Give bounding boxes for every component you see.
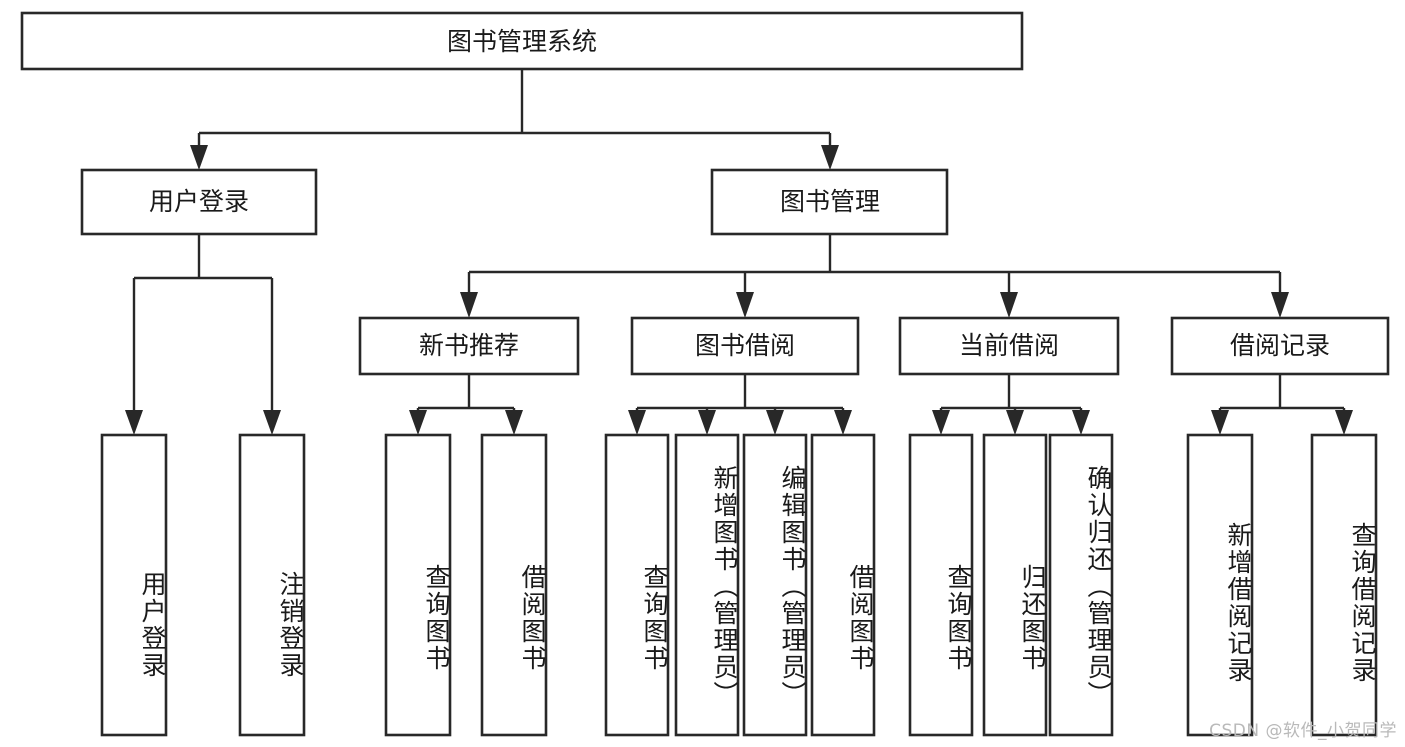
node-box-leaf-query-record[interactable] bbox=[1310, 433, 1378, 737]
arrow-to-query-record bbox=[1335, 410, 1353, 435]
arrow-to-book-borrow bbox=[736, 292, 754, 318]
node-box-leaf-add-book[interactable] bbox=[674, 433, 740, 737]
node-label-root: 图书管理系统 bbox=[447, 27, 597, 56]
arrow-to-b-book-1 bbox=[505, 410, 523, 435]
node-box-root[interactable] bbox=[20, 11, 1024, 71]
arrow-to-add-book bbox=[698, 410, 716, 435]
node-label-user-login: 用户登录 bbox=[149, 187, 249, 216]
connectors-layer bbox=[125, 69, 1353, 435]
node-box-leaf-confirm-return[interactable] bbox=[1048, 433, 1114, 737]
arrow-to-b-book-2 bbox=[834, 410, 852, 435]
node-box-current-borrow[interactable] bbox=[898, 316, 1120, 376]
connector-book-borrow-trunk bbox=[635, 374, 845, 418]
arrow-to-new-book-rec bbox=[460, 292, 478, 318]
node-box-leaf-b-book-1[interactable] bbox=[480, 433, 548, 737]
arrow-to-edit-book bbox=[766, 410, 784, 435]
arrow-to-leaf-user-login bbox=[125, 410, 143, 435]
node-label-borrow-record: 借阅记录 bbox=[1230, 331, 1330, 360]
node-box-leaf-q-book-1[interactable] bbox=[384, 433, 452, 737]
arrow-to-confirm-return bbox=[1072, 410, 1090, 435]
node-label-book-manage: 图书管理 bbox=[780, 187, 880, 216]
watermark: CSDN @软件_小贺同学 bbox=[1209, 721, 1397, 741]
arrow-to-q-book-2 bbox=[628, 410, 646, 435]
node-box-book-borrow[interactable] bbox=[630, 316, 860, 376]
node-box-borrow-record[interactable] bbox=[1170, 316, 1390, 376]
node-box-leaf-add-record[interactable] bbox=[1186, 433, 1254, 737]
arrow-to-return-book bbox=[1006, 410, 1024, 435]
node-box-leaf-return-book[interactable] bbox=[982, 433, 1048, 737]
node-box-leaf-b-book-2[interactable] bbox=[810, 433, 876, 737]
node-box-new-book-rec[interactable] bbox=[358, 316, 580, 376]
node-label-new-book-rec: 新书推荐 bbox=[419, 331, 519, 360]
node-box-leaf-user-login[interactable] bbox=[100, 433, 168, 737]
node-label-book-borrow: 图书借阅 bbox=[695, 331, 795, 360]
node-box-leaf-edit-book[interactable] bbox=[742, 433, 808, 737]
arrow-to-borrow-record bbox=[1271, 292, 1289, 318]
arrow-to-q-book-3 bbox=[932, 410, 950, 435]
connector-book-manage-trunk bbox=[467, 234, 1282, 300]
connector-root-trunk bbox=[197, 69, 832, 152]
connector-borrow-record-trunk bbox=[1218, 374, 1346, 418]
arrow-to-add-record bbox=[1211, 410, 1229, 435]
arrow-to-book-manage bbox=[821, 145, 839, 170]
node-label-current-borrow: 当前借阅 bbox=[959, 331, 1059, 360]
connector-new-book-rec-trunk bbox=[416, 374, 516, 418]
arrow-to-user-login bbox=[190, 145, 208, 170]
node-box-book-manage[interactable] bbox=[710, 168, 949, 236]
node-box-leaf-q-book-3[interactable] bbox=[908, 433, 974, 737]
boxes-layer: 图书管理系统 用户登录 图书管理 新书推荐 图书借阅 当前借阅 借阅记录 bbox=[20, 11, 1390, 737]
node-box-leaf-user-logout[interactable] bbox=[238, 433, 306, 737]
node-box-user-login[interactable] bbox=[80, 168, 318, 236]
arrow-to-q-book-1 bbox=[409, 410, 427, 435]
connector-user-login-trunk bbox=[132, 234, 274, 418]
arrow-to-current-borrow bbox=[1000, 292, 1018, 318]
node-box-leaf-q-book-2[interactable] bbox=[604, 433, 670, 737]
arrow-to-leaf-user-logout bbox=[263, 410, 281, 435]
